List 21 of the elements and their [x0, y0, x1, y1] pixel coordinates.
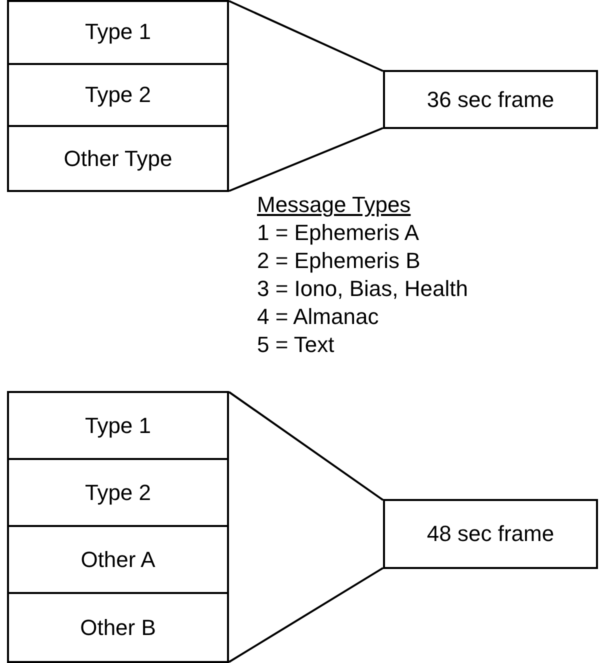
message-type-cell: Other A — [9, 527, 227, 594]
legend-entry: 1 = Ephemeris A — [257, 220, 420, 246]
message-type-cell: Type 2 — [9, 460, 227, 527]
legend-heading: Message Types — [257, 192, 411, 218]
message-type-cell: Other Type — [9, 127, 227, 190]
frame-box: 36 sec frame — [383, 70, 598, 129]
legend-entry: 5 = Text — [257, 332, 334, 358]
frame-box: 48 sec frame — [383, 499, 598, 569]
legend-entry: 3 = Iono, Bias, Health — [257, 276, 468, 302]
message-type-cell: Type 1 — [9, 2, 227, 65]
funnel-line — [228, 391, 384, 501]
message-type-cell: Type 2 — [9, 64, 227, 128]
funnel-line — [228, 567, 384, 663]
message-type-cell: Type 1 — [9, 393, 227, 460]
legend-entry: 4 = Almanac — [257, 304, 379, 330]
frame-stack-box — [7, 391, 229, 663]
funnel-line — [228, 0, 384, 72]
funnel-line — [228, 127, 384, 192]
frame-stack-box — [7, 0, 229, 192]
message-type-cell: Other B — [9, 594, 227, 661]
legend-entry: 2 = Ephemeris B — [257, 248, 420, 274]
